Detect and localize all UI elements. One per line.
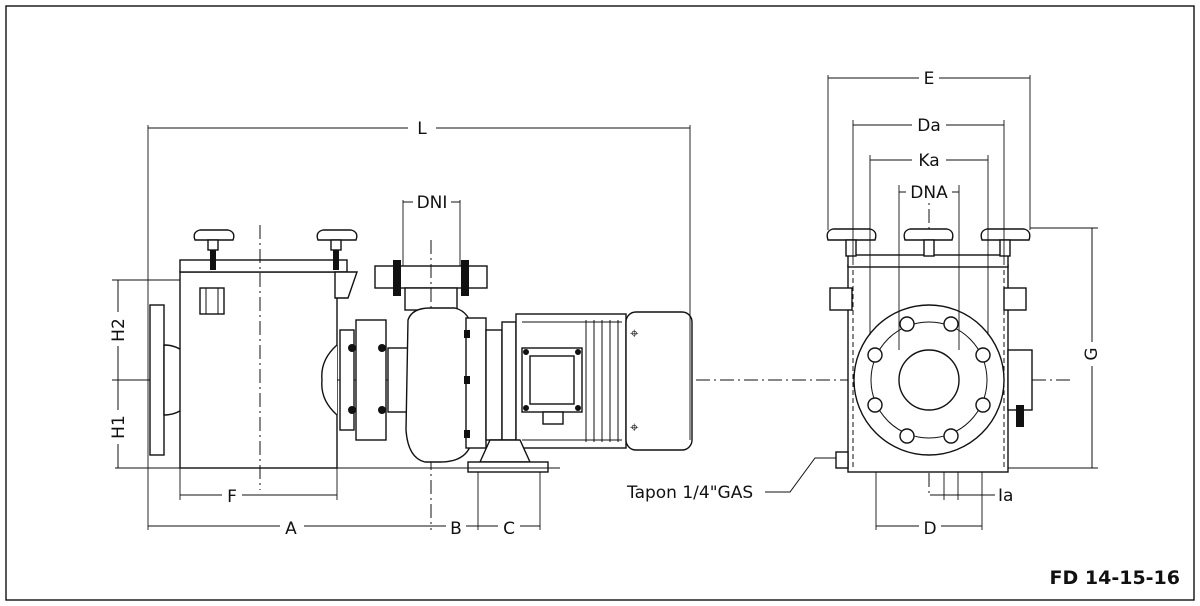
drawing-code: FD 14-15-16 (1050, 567, 1180, 589)
motor: ⌖ ⌖ (501, 311, 693, 451)
dim-Ka: Ka (918, 151, 939, 171)
drawing-frame (5, 5, 1195, 601)
pump-volute (405, 307, 503, 463)
dim-DNI: DNI (417, 193, 448, 213)
svg-text:⌖: ⌖ (630, 325, 639, 342)
dim-Ia: Ia (998, 486, 1013, 506)
svg-text:⌖: ⌖ (630, 419, 639, 436)
dim-C: C (503, 519, 515, 539)
dim-Da: Da (917, 116, 941, 136)
lid-knob-left (193, 229, 235, 270)
dim-B: B (450, 519, 462, 539)
pump-foot (467, 439, 549, 473)
dim-A: A (285, 519, 297, 539)
dim-E: E (924, 69, 935, 89)
dim-L: L (417, 119, 427, 139)
strainer-body (179, 225, 358, 490)
dim-D: D (923, 519, 936, 539)
drain-plug-note: Tapon 1/4"GAS (626, 483, 753, 503)
dim-F: F (227, 487, 237, 507)
lid-knob-right (316, 229, 358, 270)
side-view: ⌖ ⌖ L DNI H2 H1 (108, 118, 1070, 539)
dim-DNA: DNA (910, 183, 948, 203)
front-view: E Da Ka DNA G D Ia (626, 68, 1102, 539)
suction-coupling (339, 319, 409, 441)
dim-H2: H2 (109, 318, 129, 342)
dim-G: G (1082, 347, 1102, 360)
dim-H1: H1 (109, 415, 129, 439)
